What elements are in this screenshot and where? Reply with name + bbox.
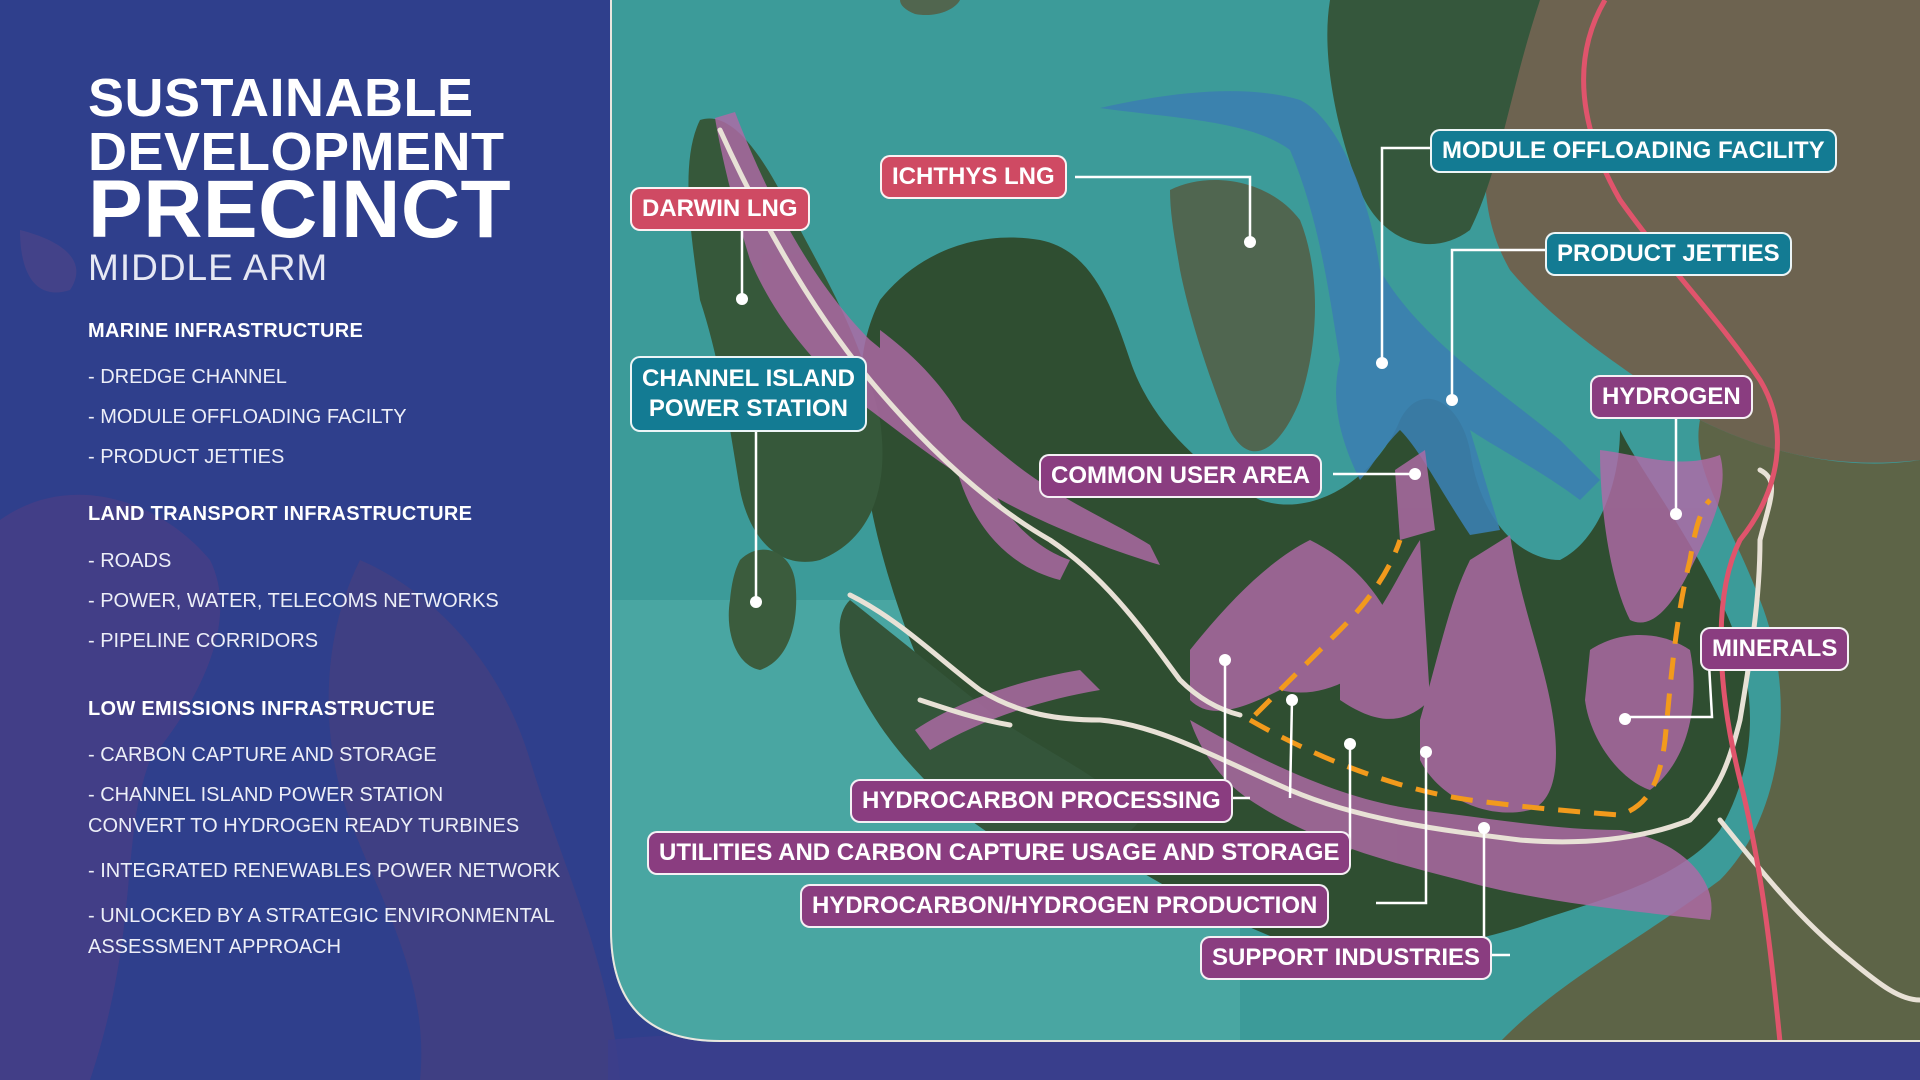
- zone-common-user-area: [1395, 450, 1435, 540]
- section-item: - CHANNEL ISLAND POWER STATION: [88, 784, 444, 806]
- title-subtitle: MIDDLE ARM: [88, 247, 329, 288]
- zone-south: [1190, 720, 1712, 920]
- sidebar: SUSTAINABLE DEVELOPMENT PRECINCT MIDDLE …: [0, 0, 608, 1080]
- label-common-user-area: COMMON USER AREA: [1039, 454, 1323, 498]
- land-channel-island: [728, 549, 797, 670]
- label-product-jetties: PRODUCT JETTIES: [1545, 232, 1792, 276]
- label-channel-island-power-station: CHANNEL ISLAND POWER STATION: [630, 356, 867, 432]
- land-east: [1500, 420, 1920, 1042]
- section-item: ASSESSMENT APPROACH: [88, 936, 342, 958]
- section-item: - POWER, WATER, TELECOMS NETWORKS: [88, 590, 499, 612]
- leader-lines: [740, 146, 1714, 957]
- section-heading-marine: MARINE INFRASTRUCTURE: [88, 320, 364, 342]
- section-item: - DREDGE CHANNEL: [88, 366, 287, 388]
- pipeline-corridors: [1248, 498, 1712, 818]
- sidebar-land-texture: [0, 494, 221, 1080]
- road-south-branch: [1717, 817, 1920, 1003]
- land-top-right-green: [1327, 0, 1540, 245]
- road-west: [917, 697, 1013, 728]
- zone-west-arm: [880, 330, 1070, 580]
- railway: [1581, 0, 1783, 1042]
- label-hydrogen: HYDROGEN: [1590, 375, 1753, 419]
- zone-north-corridor: [715, 112, 1160, 565]
- pipeline-north: [1253, 539, 1403, 717]
- section-item: - INTEGRATED RENEWABLES POWER NETWORK: [88, 860, 561, 882]
- section-item: - MODULE OFFLOADING FACILTY: [88, 406, 407, 428]
- section-heading-land-transport: LAND TRANSPORT INFRASTRUCTURE: [88, 503, 473, 525]
- section-item: - PRODUCT JETTIES: [88, 446, 285, 468]
- label-module-offloading-facility: MODULE OFFLOADING FACILITY: [1430, 129, 1837, 173]
- title-line-1: SUSTAINABLE: [88, 68, 474, 128]
- section-item: CONVERT TO HYDROGEN READY TURBINES: [88, 815, 520, 837]
- land-top-island: [900, 0, 960, 16]
- section-item: - PIPELINE CORRIDORS: [88, 630, 319, 652]
- label-hydrocarbon-hydrogen-production: HYDROCARBON/HYDROGEN PRODUCTION: [800, 884, 1330, 928]
- label-support-industries: SUPPORT INDUSTRIES: [1200, 936, 1493, 980]
- zone-central: [1340, 540, 1430, 719]
- marine-channel: [1100, 91, 1600, 535]
- section-item: - ROADS: [88, 550, 172, 572]
- label-minerals: MINERALS: [1700, 627, 1850, 671]
- road-north: [717, 127, 1243, 718]
- land-ichthys-island: [1170, 180, 1315, 452]
- zone-minerals: [1585, 635, 1694, 790]
- land-northeast: [1485, 0, 1920, 463]
- zone-hydrocarbon-hydrogen: [1420, 535, 1556, 813]
- sidebar-land-texture-3: [20, 230, 77, 293]
- label-hydrocarbon-processing: HYDROCARBON PROCESSING: [850, 779, 1233, 823]
- label-ichthys-lng: ICHTHYS LNG: [880, 155, 1067, 199]
- pipeline-main: [1248, 498, 1712, 818]
- section-item: - CARBON CAPTURE AND STORAGE: [88, 744, 437, 766]
- label-utilities-ccus: UTILITIES AND CARBON CAPTURE USAGE AND S…: [647, 831, 1352, 875]
- title-line-2: DEVELOPMENT: [88, 122, 505, 182]
- zone-hydrogen: [1600, 450, 1723, 623]
- label-channel-island-line-1: CHANNEL ISLAND: [642, 365, 855, 392]
- section-item: - UNLOCKED BY A STRATEGIC ENVIRONMENTAL: [88, 905, 555, 927]
- location-markers: [736, 236, 1682, 834]
- sidebar-land-texture-2: [328, 560, 620, 1080]
- zone-southwest-strip: [915, 670, 1100, 750]
- label-channel-island-line-2: POWER STATION: [648, 395, 848, 422]
- map-boundary: [610, 0, 1920, 1042]
- label-darwin-lng: DARWIN LNG: [630, 187, 810, 231]
- precinct-zones: [715, 112, 1723, 920]
- section-heading-low-emissions: LOW EMISSIONS INFRASTRUCTUE: [88, 698, 435, 720]
- title-line-3: PRECINCT: [88, 164, 512, 255]
